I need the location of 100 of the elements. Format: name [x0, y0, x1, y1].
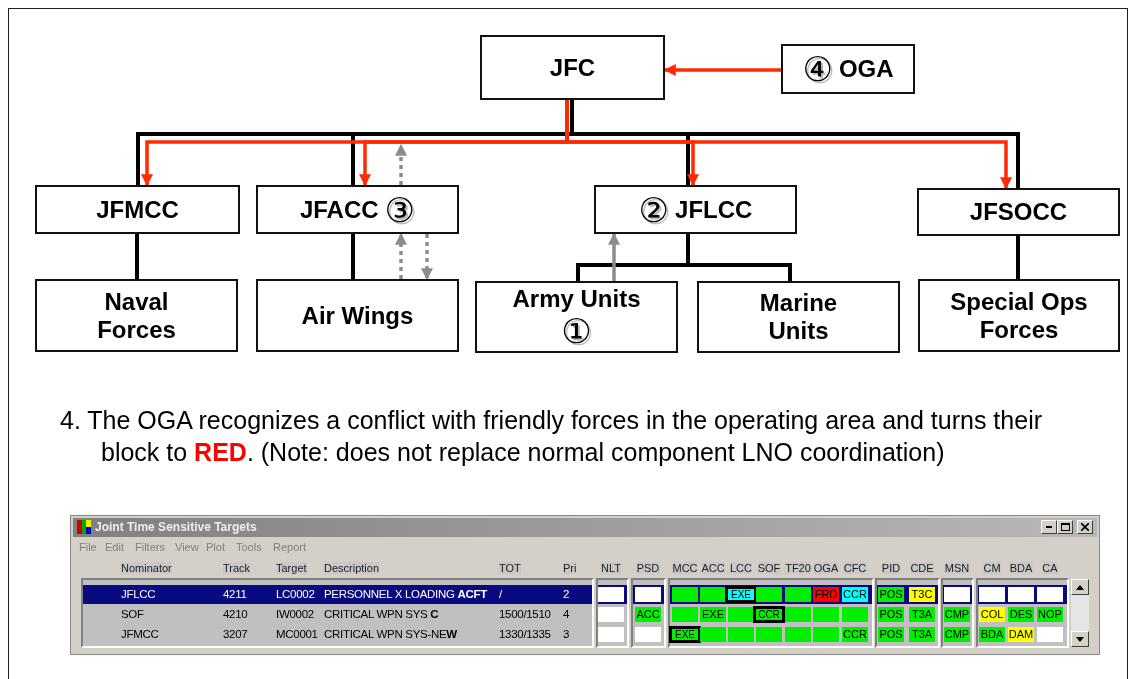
column-header: CA: [1042, 562, 1058, 574]
menu-item: File: [79, 541, 97, 553]
status-cell: FRD: [813, 587, 839, 602]
column-header: Target: [276, 562, 307, 574]
arrow: [608, 232, 620, 281]
step-number: ②: [638, 191, 670, 228]
status-cell: T3A: [909, 607, 935, 622]
status-cell: T3C: [909, 587, 935, 602]
table-cell: CRITICAL WPN SYS-NEW: [324, 627, 457, 642]
status-cell: DAM: [1008, 627, 1034, 642]
node-label: JFC: [549, 53, 596, 82]
column-header: PSD: [636, 562, 660, 574]
table-cell: LC0002: [276, 587, 315, 602]
status-cell: CCR: [753, 606, 785, 623]
org-box: [697, 281, 900, 353]
connector-line: [686, 234, 792, 281]
column-header: Nominator: [121, 562, 172, 574]
column-header: MCC: [672, 562, 698, 574]
org-box: [256, 185, 459, 234]
menu-item: Filters: [135, 541, 165, 553]
org-box: [256, 279, 459, 352]
node-label: JFLCC: [675, 195, 753, 224]
column-header: OGA: [813, 562, 839, 574]
table-cell: 4211: [223, 587, 247, 602]
column-header: SOF: [757, 562, 781, 574]
arrow: [395, 232, 407, 279]
node-label: JFMCC: [96, 195, 179, 224]
status-cell: CCR: [842, 587, 868, 602]
connector-line: [135, 234, 139, 279]
column-header: TOT: [499, 562, 521, 574]
status-cell: DES: [1008, 607, 1034, 622]
step-number: ①: [561, 313, 592, 349]
node-label: Naval Forces: [96, 287, 177, 344]
column-header: ACC: [701, 562, 725, 574]
org-box: [594, 185, 797, 234]
table-cell: 1500/1510: [499, 607, 551, 622]
connector-line: [351, 234, 355, 279]
column-header: CM: [983, 562, 1001, 574]
org-box: [781, 44, 915, 94]
status-cell: EXE: [700, 607, 726, 622]
org-box: [35, 279, 238, 352]
table-cell: 4210: [223, 607, 248, 622]
org-box: [475, 281, 678, 353]
column-header: CDE: [910, 562, 934, 574]
table-cell: IW0002: [276, 607, 314, 622]
step-number: ③: [384, 191, 416, 228]
status-cell: CCR: [842, 627, 868, 642]
menu-item: Tools: [236, 541, 262, 553]
column-header: TF20: [785, 562, 811, 574]
status-cell: COL: [979, 607, 1005, 622]
table-cell: CRITICAL WPN SYS C: [324, 607, 439, 622]
table-cell: MC0001: [276, 627, 318, 642]
node-label: JFACC: [299, 195, 379, 224]
node-label: Air Wings: [301, 301, 414, 330]
table-cell: PERSONNEL X LOADING ACFT: [324, 587, 487, 602]
table-cell: 3207: [223, 627, 248, 642]
status-cell: EXE: [725, 586, 757, 603]
column-header: Pri: [563, 562, 577, 574]
column-header: Track: [223, 562, 251, 574]
node-label: OGA: [838, 55, 894, 83]
table-cell: JFLCC: [121, 587, 156, 602]
column-header: MSN: [944, 562, 970, 574]
column-header: LCC: [730, 562, 752, 574]
node-label: Marine Units: [758, 289, 839, 345]
org-box: [480, 35, 665, 100]
table-cell: 4: [563, 607, 570, 622]
status-cell: EXE: [669, 626, 701, 643]
org-box: [35, 185, 240, 234]
arrow: [421, 234, 433, 281]
arrow: [395, 143, 407, 185]
node-label: Special Ops Forces: [949, 287, 1089, 344]
table-cell: SOF: [121, 607, 144, 622]
org-box: [917, 188, 1120, 236]
status-cell: CMP: [944, 627, 970, 642]
status-cell: POS: [878, 587, 904, 602]
table-cell: 1330/1335: [499, 627, 551, 642]
table-cell: /: [499, 587, 502, 602]
node-label: JFSOCC: [969, 198, 1068, 226]
window-title: Joint Time Sensitive Targets: [95, 520, 257, 534]
status-cell: POS: [878, 627, 904, 642]
column-header: PID: [881, 562, 901, 574]
status-cell: ACC: [635, 607, 661, 622]
menu-item: View: [175, 541, 199, 553]
status-cell: T3A: [909, 627, 935, 642]
menu-item: Plot: [206, 541, 225, 553]
status-cell: POS: [878, 607, 904, 622]
step-number: ④: [802, 51, 833, 87]
column-header: BDA: [1009, 562, 1033, 574]
column-header: NLT: [601, 562, 621, 574]
menu-item: Edit: [105, 541, 124, 553]
status-cell: CMP: [944, 607, 970, 622]
column-header: Description: [324, 562, 380, 574]
node-label: Army Units: [512, 285, 641, 313]
status-cell: NOP: [1037, 607, 1063, 622]
status-cell: BDA: [979, 627, 1005, 642]
note-text: 4. The OGA recognizes a conflict with friendly forces in the operating area and turns their block to RED. (Note: does not replace normal component LNO coordination): [60, 405, 1043, 468]
org-box: [918, 279, 1120, 352]
table-cell: 2: [563, 587, 570, 602]
table-cell: 3: [563, 627, 570, 642]
table-cell: JFMCC: [121, 627, 159, 642]
